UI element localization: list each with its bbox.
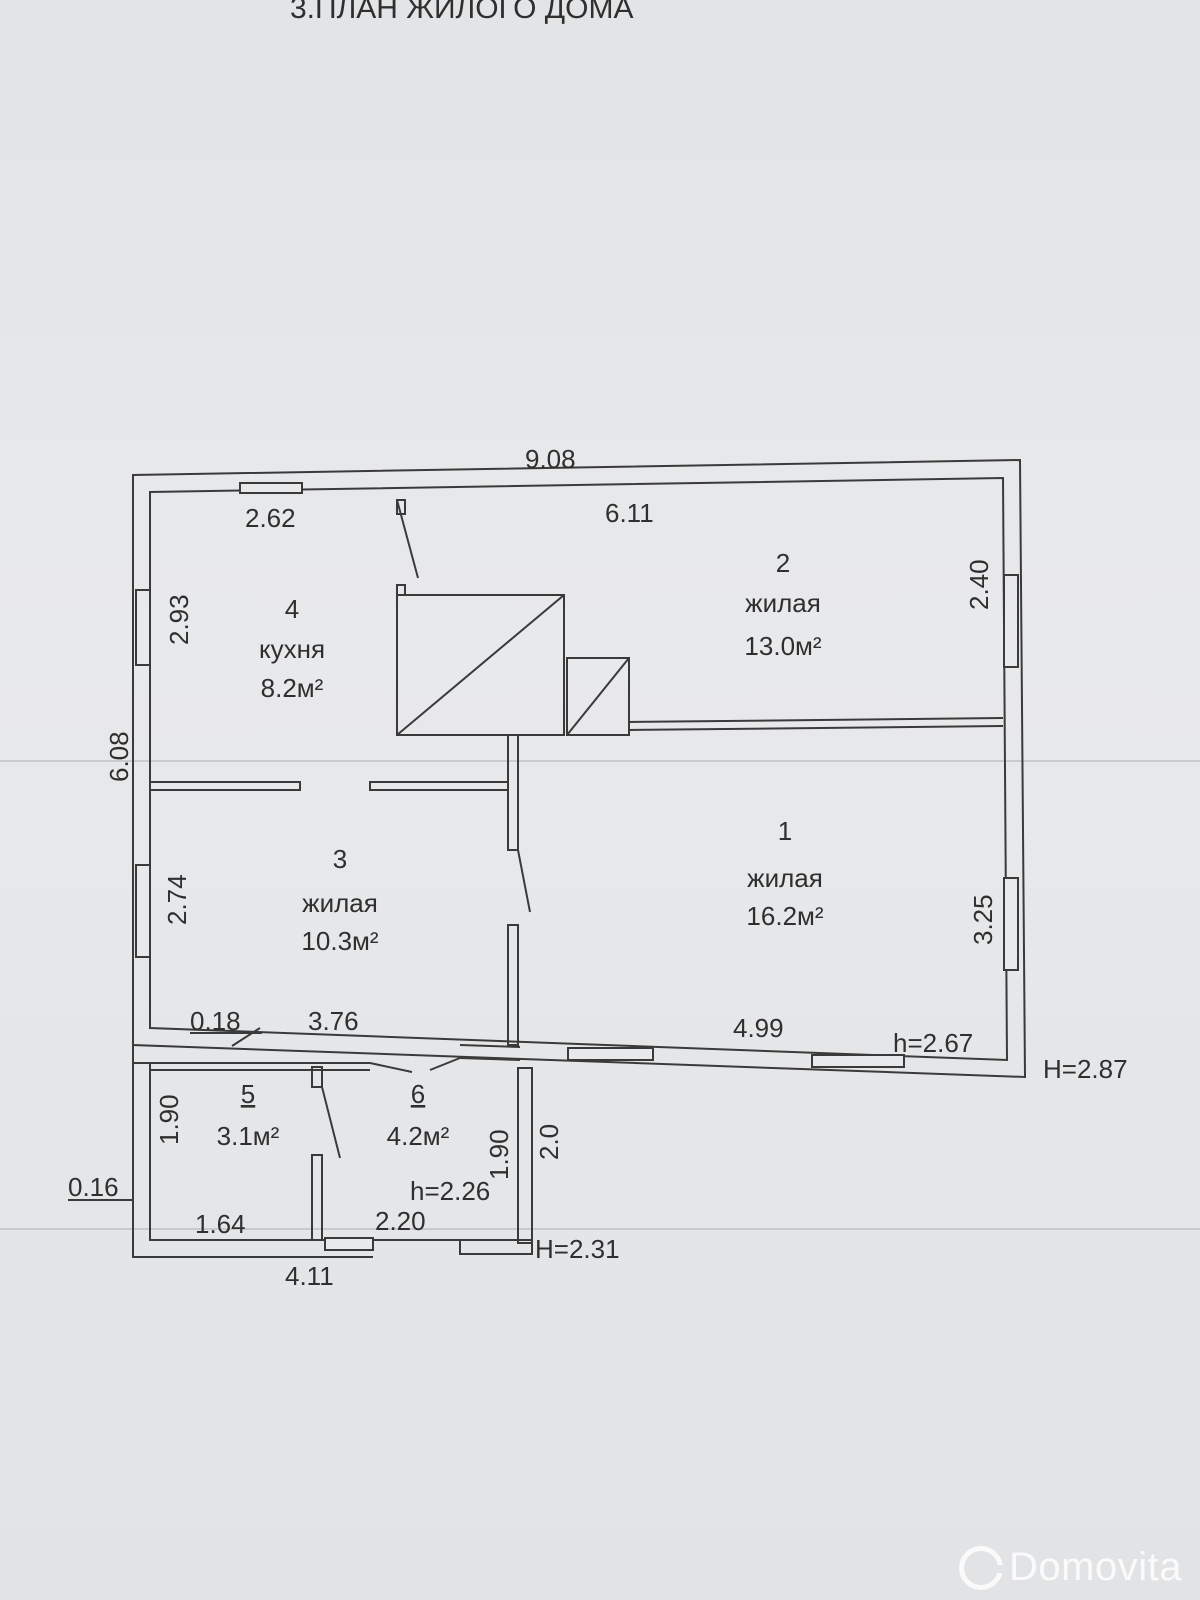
height-labels: h=2.67 H=2.87 h=2.26 H=2.31 — [410, 1028, 1128, 1264]
stair-block — [396, 594, 1004, 736]
watermark-text: Domovita — [1009, 1545, 1182, 1589]
dim-wall-018: 0.18 — [190, 1006, 241, 1036]
dim-room6-height: 1.90 — [484, 1129, 514, 1180]
height-main-inner: h=2.67 — [893, 1028, 973, 1058]
dim-room5-height: 1.90 — [154, 1094, 184, 1145]
room-5-number: 5 — [241, 1079, 255, 1109]
room-5-area: 3.1м² — [217, 1121, 280, 1151]
room-3-area: 10.3м² — [301, 926, 378, 956]
dim-porch-depth: 2.0 — [534, 1124, 564, 1160]
domovita-logo-icon — [959, 1545, 1005, 1590]
dim-room4-width: 2.62 — [245, 503, 296, 533]
dim-room2-width: 6.11 — [605, 498, 654, 528]
dim-room1-height: 3.25 — [968, 894, 998, 945]
dim-wall-016: 0.16 — [68, 1172, 119, 1202]
room-1-area: 16.2м² — [746, 901, 823, 931]
room-6-area: 4.2м² — [387, 1121, 450, 1151]
room-2-label: жилая — [745, 588, 821, 618]
room-6-number: 6 — [411, 1079, 425, 1109]
height-main-outer: H=2.87 — [1043, 1054, 1128, 1084]
dim-room2-height: 2.40 — [964, 559, 994, 610]
dim-room5-width: 1.64 — [195, 1209, 246, 1239]
room-labels: 1 жилая 16.2м² 2 жилая 13.0м² 3 жилая 10… — [217, 548, 824, 1151]
room-4-area: 8.2м² — [261, 673, 324, 703]
watermark: Domovita — [959, 1545, 1182, 1590]
paper-crease — [0, 760, 1200, 762]
room-1-number: 1 — [778, 816, 792, 846]
room-2-number: 2 — [776, 548, 790, 578]
room-3-label: жилая — [302, 888, 378, 918]
room-1-label: жилая — [747, 863, 823, 893]
room-2-area: 13.0м² — [744, 631, 821, 661]
dimension-labels: 9.08 6.11 2.62 2.93 2.40 6.08 2.74 3.25 … — [68, 444, 998, 1291]
room-4-label: кухня — [259, 634, 325, 664]
dim-left-total: 6.08 — [104, 731, 134, 782]
dim-room1-width: 4.99 — [733, 1013, 784, 1043]
paper-crease — [0, 1228, 1200, 1230]
interior-partitions — [149, 499, 531, 1046]
plan-title: 3.ПЛАН ЖИЛОГО ДОМА — [290, 0, 633, 25]
dim-room3-width: 3.76 — [308, 1006, 359, 1036]
dim-total-width: 9.08 — [525, 444, 576, 474]
dim-room4-height: 2.93 — [164, 594, 194, 645]
room-3-number: 3 — [333, 844, 347, 874]
main-house-walls — [132, 458, 1027, 1079]
height-annex-outer: H=2.31 — [535, 1234, 620, 1264]
dim-annex-width: 4.11 — [285, 1261, 334, 1291]
room-4-number: 4 — [285, 594, 299, 624]
windows — [135, 482, 1019, 1251]
dim-room3-height: 2.74 — [162, 874, 192, 925]
height-annex-inner: h=2.26 — [410, 1176, 490, 1206]
dim-room6-width: 2.20 — [375, 1206, 426, 1236]
annex-walls — [68, 1027, 533, 1258]
